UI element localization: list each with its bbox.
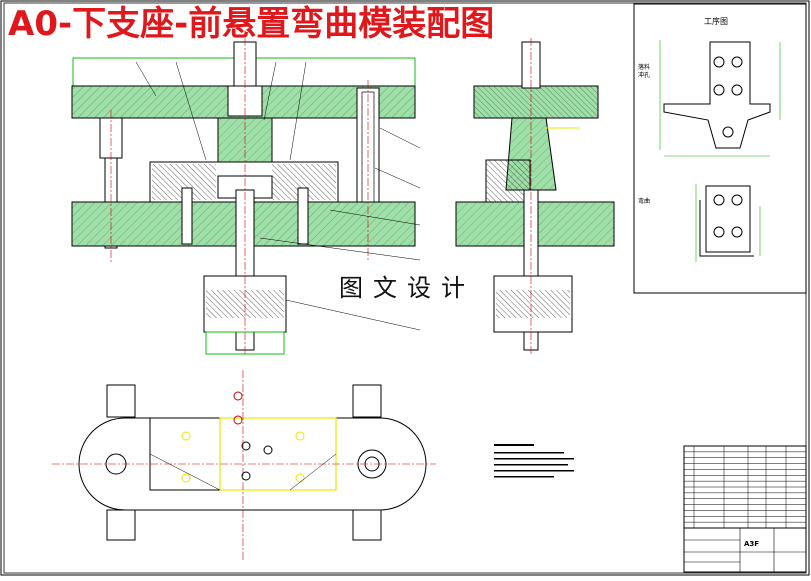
leader-line	[175, 61, 207, 161]
lower-bolt-right	[297, 187, 309, 245]
side-rubber-hatch	[496, 290, 570, 318]
tech-req-line	[494, 452, 564, 454]
dowel-hole	[241, 441, 251, 451]
lower-bolt-left	[181, 187, 193, 245]
tech-req-line	[494, 444, 534, 446]
side-upper-plate-hatch	[474, 86, 598, 118]
dowel-hole	[241, 471, 251, 481]
screw-hole	[295, 431, 305, 441]
tech-req-line	[494, 458, 574, 460]
plan-view	[52, 370, 436, 560]
blanking-step-label: 落料冲孔	[638, 64, 651, 79]
drawing-title: A0-下支座-前悬置弯曲模装配图	[8, 4, 495, 44]
screw-hole	[181, 431, 191, 441]
bent-hole	[713, 226, 725, 238]
blank-part-outline	[663, 41, 771, 149]
process-drawing-title: 工序图	[704, 17, 728, 26]
side-section-view	[455, 38, 615, 355]
tech-req-line	[494, 476, 554, 478]
screw-hole	[181, 473, 191, 483]
leader-line	[374, 167, 421, 189]
blank-hole	[713, 56, 725, 68]
guide-lug-top-right	[352, 384, 382, 418]
leader-line	[285, 299, 421, 331]
blank-hole	[731, 56, 743, 68]
process-drawing-panel	[633, 3, 807, 294]
bent-hole	[731, 194, 743, 206]
dowel-hole	[233, 415, 243, 425]
plan-detail-line	[149, 453, 221, 491]
bending-step-label: 弯曲	[638, 198, 651, 205]
leader-line	[135, 61, 157, 97]
guide-lug-bottom-left	[106, 509, 136, 541]
guide-lug-top-left	[106, 384, 136, 418]
tech-req-line	[494, 470, 574, 472]
title-block-border	[683, 527, 807, 573]
leader-line	[289, 61, 307, 161]
guide-lug-bottom-right	[352, 509, 382, 541]
bent-part-outline	[705, 185, 751, 253]
title-block-name: A3F	[744, 540, 760, 548]
dowel-hole	[233, 391, 243, 401]
dowel-hole	[263, 445, 273, 455]
leader-line	[263, 61, 277, 121]
blank-hole	[731, 84, 743, 96]
blank-hole	[722, 126, 734, 138]
front-section-view	[71, 38, 421, 355]
tech-req-line	[494, 464, 568, 466]
title-block	[683, 527, 807, 573]
blank-hole	[713, 84, 725, 96]
bent-part-flange	[699, 200, 754, 257]
bent-hole	[731, 226, 743, 238]
watermark-text: 图文设计	[333, 273, 481, 303]
plan-detail-line	[289, 453, 337, 491]
side-retainer	[485, 159, 531, 205]
leader-line	[259, 237, 421, 261]
leader-line	[329, 209, 421, 226]
bent-hole	[713, 194, 725, 206]
leader-line	[379, 127, 421, 149]
bill-of-materials-table	[683, 445, 807, 529]
technical-requirements-block	[494, 444, 574, 478]
